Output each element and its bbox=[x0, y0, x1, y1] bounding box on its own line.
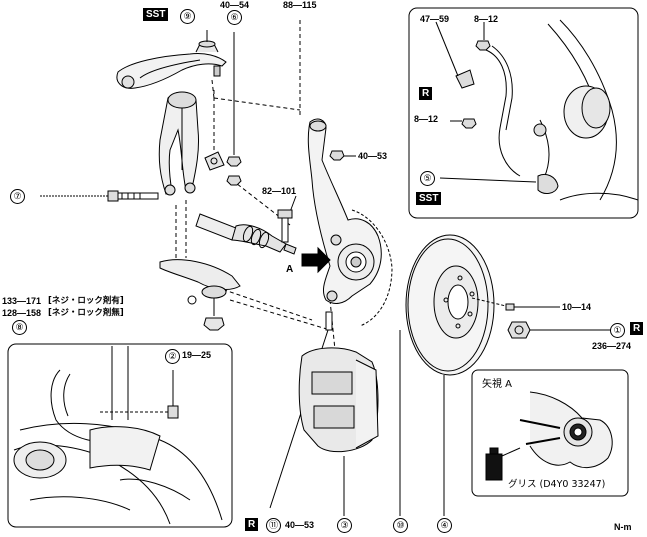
inset-top-right-drawing bbox=[435, 19, 639, 201]
torque-label-6: 40—54 bbox=[220, 0, 250, 10]
knuckle-drawing bbox=[307, 118, 393, 327]
callout-11: ⑪ bbox=[266, 518, 281, 533]
bolt-7-drawing bbox=[40, 190, 159, 202]
caliper-drawing bbox=[298, 347, 379, 516]
unit-code: N-m bbox=[614, 522, 632, 532]
callout-6: ⑥ bbox=[227, 10, 242, 25]
torque-label-133: 133—171 bbox=[2, 296, 42, 306]
brake-disc-drawing bbox=[399, 234, 495, 516]
nut-40-53-drawing bbox=[329, 150, 356, 161]
note-without-lock: [ネジ・ロック剤無] bbox=[48, 308, 124, 318]
torque-label-82: 82—101 bbox=[262, 186, 297, 196]
callout-3: ③ bbox=[337, 518, 352, 533]
torque-label-8-12-mid: 8—12 bbox=[414, 114, 439, 124]
inset-view-a-title: 矢視 A bbox=[482, 379, 513, 390]
sst-tag-inset: SST bbox=[416, 192, 442, 205]
lower-arm-drawing bbox=[159, 259, 241, 331]
torque-label-8-12-top: 8—12 bbox=[474, 14, 499, 24]
torque-label-40-53-right: 40—53 bbox=[358, 151, 388, 161]
view-a-label: A bbox=[286, 264, 294, 275]
view-a-arrow bbox=[301, 246, 331, 274]
sst-tag-top: SST bbox=[143, 8, 169, 21]
callout-4: ④ bbox=[437, 518, 452, 533]
torque-label-236: 236—274 bbox=[592, 341, 632, 351]
torque-label-40-53-bottom: 40—53 bbox=[285, 520, 315, 530]
inset-bottom-left-drawing bbox=[13, 346, 223, 525]
torque-label-19-25: 19—25 bbox=[182, 350, 212, 360]
note-with-lock: [ネジ・ロック剤有] bbox=[48, 296, 124, 306]
hub-nut-drawing bbox=[471, 297, 620, 339]
upper-arm-drawing bbox=[116, 30, 227, 89]
fork-drawing bbox=[158, 91, 225, 196]
callout-5: ⑤ bbox=[420, 171, 435, 186]
bolt-82-drawing bbox=[277, 195, 297, 243]
callout-2: ② bbox=[165, 349, 180, 364]
r-tag-inset: R bbox=[419, 87, 433, 100]
callout-1: ① bbox=[610, 323, 625, 338]
r-tag-bottom: R bbox=[245, 518, 259, 531]
torque-label-88: 88—115 bbox=[283, 0, 317, 10]
torque-label-10-14: 10—14 bbox=[562, 302, 592, 312]
torque-label-47: 47—59 bbox=[420, 14, 450, 24]
callout-10: ⑩ bbox=[393, 518, 408, 533]
callout-8: ⑧ bbox=[12, 320, 27, 335]
drive-shaft-drawing bbox=[195, 213, 297, 255]
grease-label: グリス (D4Y0 33247) bbox=[508, 479, 606, 490]
r-tag-right: R bbox=[630, 322, 644, 335]
inset-view-a-drawing bbox=[485, 391, 613, 481]
guide-lines bbox=[175, 20, 337, 361]
inset-top-right-frame bbox=[408, 7, 639, 219]
torque-label-128: 128—158 bbox=[2, 308, 42, 318]
callout-7: ⑦ bbox=[10, 189, 25, 204]
callout-9: ⑨ bbox=[180, 9, 195, 24]
nut-6-drawing bbox=[226, 32, 242, 186]
